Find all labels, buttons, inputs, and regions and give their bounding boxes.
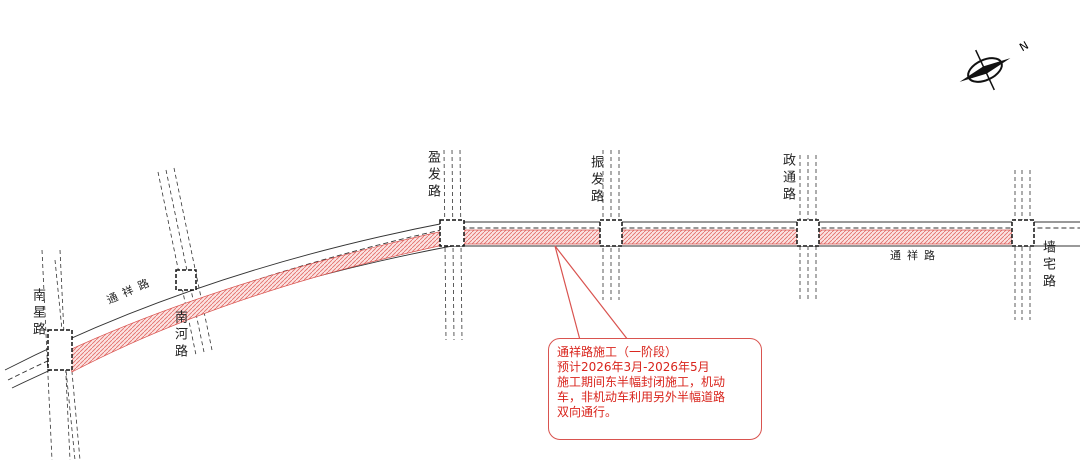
label-qiangzhai-road: 墙宅路 xyxy=(1040,240,1055,291)
label-zhengtong-road: 政通路 xyxy=(780,153,795,204)
callout-line-4: 车，非机动车利用另外半幅道路 xyxy=(557,390,726,404)
callout-title: 通祥路施工（一阶段） xyxy=(557,345,678,359)
callout-period: 预计2026年3月-2026年5月 xyxy=(557,360,710,374)
compass-icon xyxy=(959,49,1011,91)
callout-pointer xyxy=(554,245,629,341)
callout-line-5: 双向通行。 xyxy=(557,405,618,419)
label-nanhe-road: 南河路 xyxy=(172,310,187,361)
label-yingfa-road: 盈发路 xyxy=(425,150,440,201)
label-tongxiang-road-east: 通祥路 xyxy=(890,249,941,262)
construction-callout: 通祥路施工（一阶段） 预计2026年3月-2026年5月 施工期间东半幅封闭施工… xyxy=(548,338,762,440)
intersections xyxy=(47,219,1035,371)
label-nanxing-road: 南星路 xyxy=(30,288,45,339)
closure-zone xyxy=(64,229,1013,373)
label-zhenfa-road: 振发路 xyxy=(588,155,603,206)
callout-line-3: 施工期间东半幅封闭施工，机动 xyxy=(557,375,726,389)
